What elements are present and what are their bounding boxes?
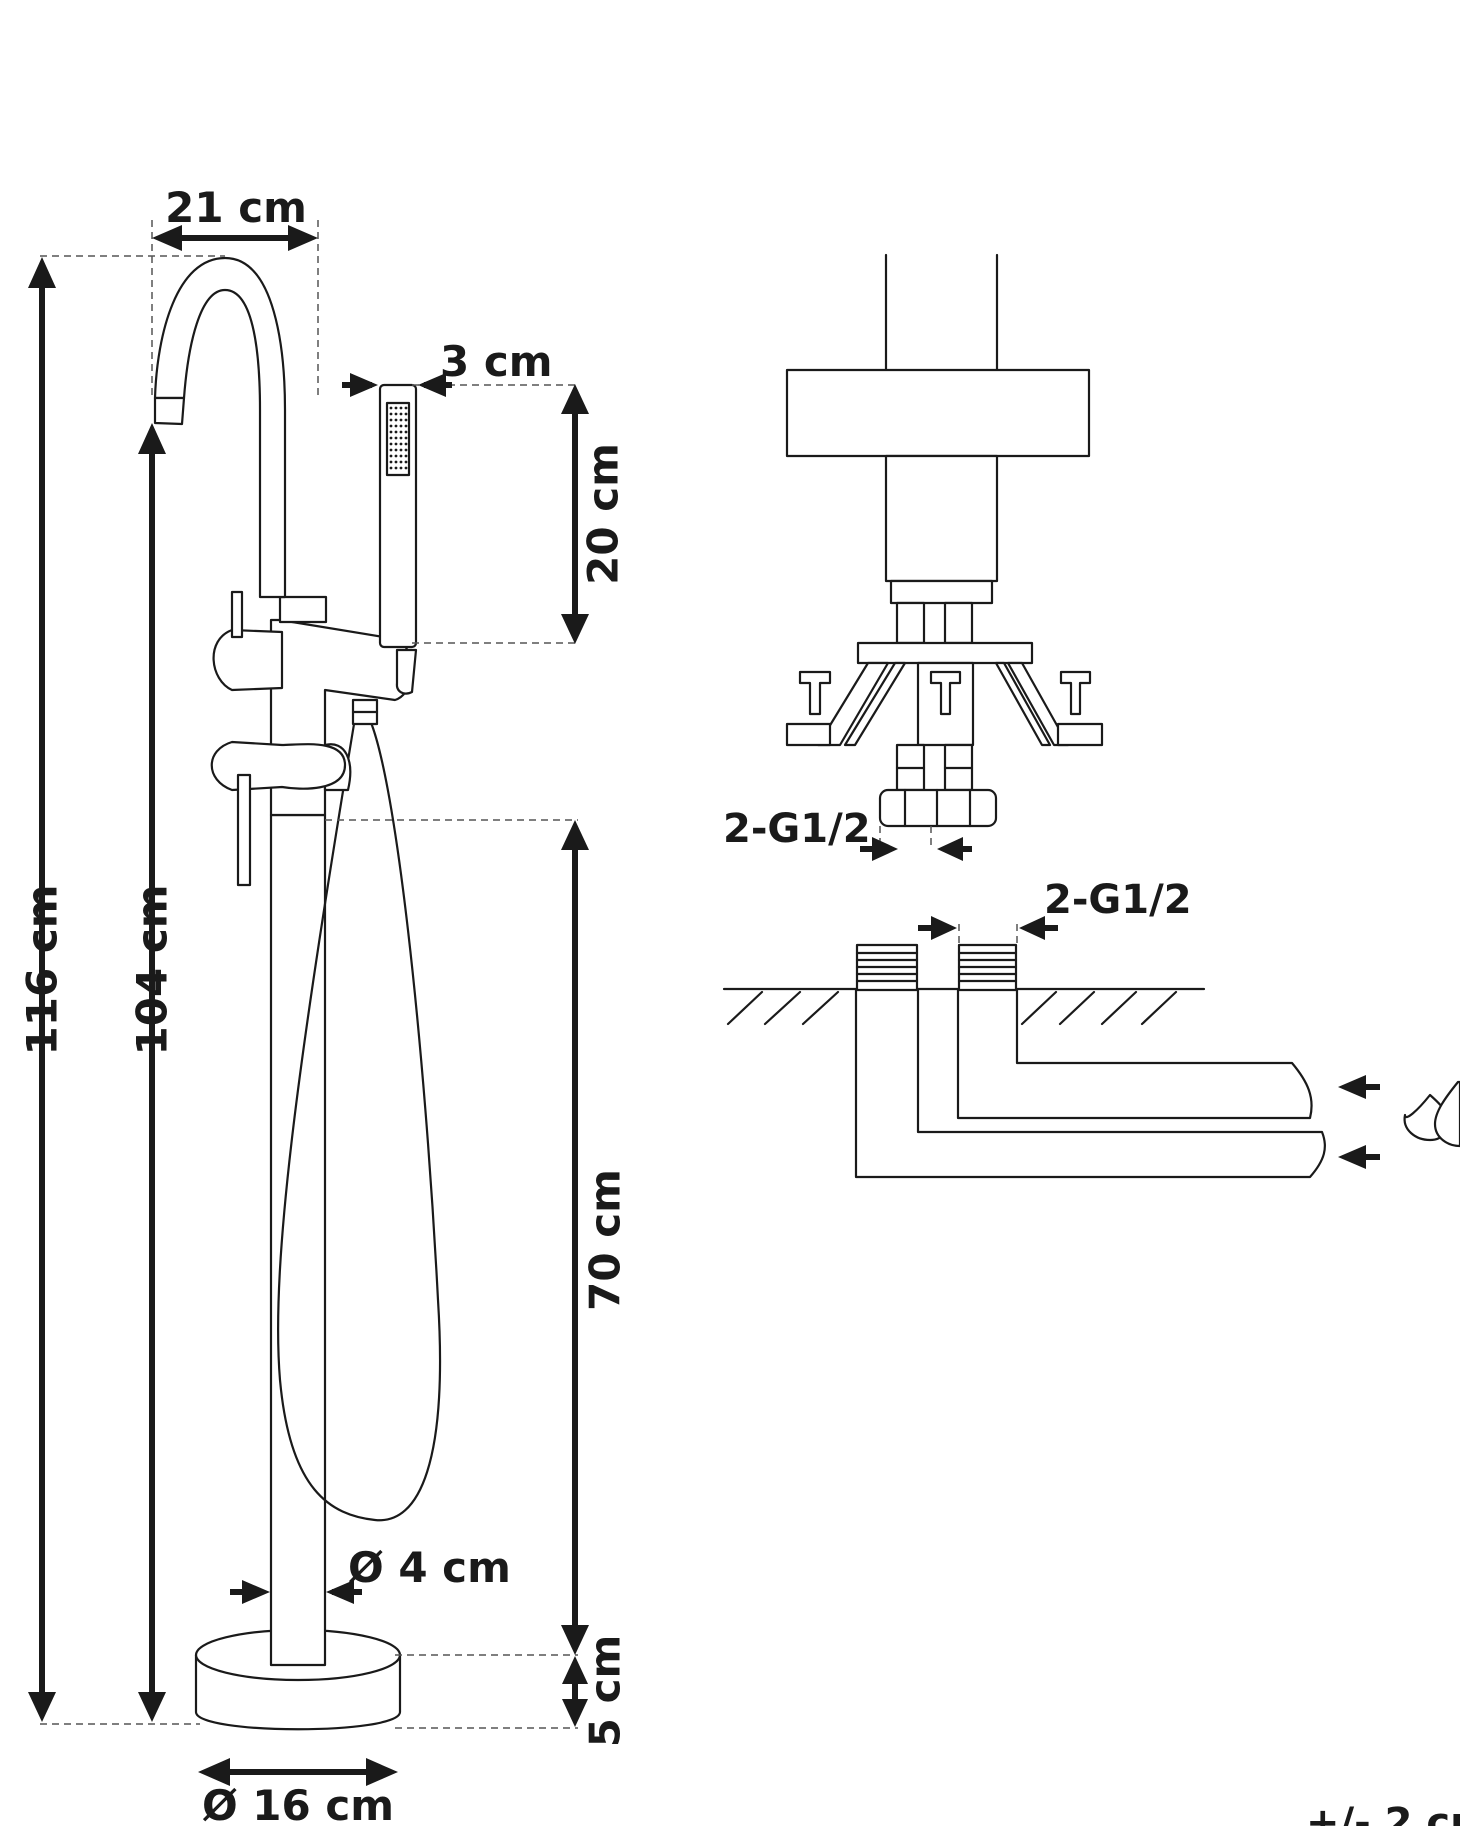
spray-hole xyxy=(399,418,403,422)
spray-hole xyxy=(404,424,408,428)
guide-lines xyxy=(40,220,578,1729)
handshower-length-label: 20 cm xyxy=(579,443,628,585)
floor-thread-label: 2-G1/2 xyxy=(1044,877,1192,923)
diverter-knob xyxy=(212,590,284,692)
hose-connector xyxy=(351,698,379,726)
gooseneck-spout xyxy=(153,256,287,599)
faucet-column xyxy=(269,813,327,1667)
spray-hole xyxy=(389,430,393,434)
dim-column-diameter: Ø 4 cm xyxy=(230,1543,511,1604)
tolerance-text: +/- 2 cm xyxy=(1306,1800,1460,1826)
spray-hole xyxy=(394,466,398,470)
threaded-ends xyxy=(855,943,1018,992)
spray-hole xyxy=(394,406,398,410)
spray-hole xyxy=(394,460,398,464)
spout-collar xyxy=(278,595,328,624)
dim-spout-height: 104 cm xyxy=(128,423,177,1722)
handshower xyxy=(378,383,418,695)
spray-hole xyxy=(399,466,403,470)
water-drops-icon xyxy=(1403,1080,1460,1148)
spray-hole xyxy=(394,418,398,422)
spray-hole xyxy=(404,412,408,416)
spray-hole xyxy=(389,436,393,440)
spray-hole xyxy=(389,466,393,470)
spray-hole xyxy=(394,448,398,452)
spray-hole xyxy=(389,454,393,458)
base-diameter-label: Ø 16 cm xyxy=(202,1781,394,1826)
spray-holes xyxy=(389,406,408,470)
spray-hole xyxy=(399,406,403,410)
spray-hole xyxy=(399,460,403,464)
spray-hole xyxy=(404,466,408,470)
spray-hole xyxy=(399,454,403,458)
inlet-arrows xyxy=(1338,1075,1380,1169)
spray-hole xyxy=(399,442,403,446)
mounting-brackets xyxy=(785,661,1104,747)
mixer-lever xyxy=(210,740,347,887)
inlet-connectors xyxy=(878,743,998,828)
spray-hole xyxy=(389,448,393,452)
spray-hole xyxy=(404,436,408,440)
spray-hole xyxy=(404,430,408,434)
spray-hole xyxy=(404,442,408,446)
spray-hole xyxy=(394,412,398,416)
column-height-label: 70 cm xyxy=(581,1169,630,1311)
mount-plate xyxy=(856,641,1034,665)
spray-hole xyxy=(389,460,393,464)
dim-total-height: 116 cm xyxy=(18,257,67,1722)
column-diameter-label: Ø 4 cm xyxy=(348,1543,511,1592)
mount-thread-label: 2-G1/2 xyxy=(723,806,871,852)
spout-height-label: 104 cm xyxy=(128,885,177,1056)
spray-hole xyxy=(389,418,393,422)
dim-handshower-length: 20 cm xyxy=(561,384,628,644)
total-height-label: 116 cm xyxy=(18,885,67,1056)
dim-spout-reach: 21 cm xyxy=(152,183,318,251)
spray-hole xyxy=(399,430,403,434)
spray-hole xyxy=(394,424,398,428)
spout-reach-label: 21 cm xyxy=(165,183,307,232)
floor-hatch xyxy=(726,990,1178,1026)
spray-hole xyxy=(404,418,408,422)
spray-hole xyxy=(389,412,393,416)
spray-hole xyxy=(389,442,393,446)
spray-hole xyxy=(399,412,403,416)
spray-hole xyxy=(394,442,398,446)
dim-column-height: 70 cm xyxy=(561,820,630,1655)
spray-hole xyxy=(394,454,398,458)
spray-hole xyxy=(394,430,398,434)
freestanding-faucet xyxy=(153,256,442,1731)
mount-pipe xyxy=(884,454,999,583)
spray-hole xyxy=(399,448,403,452)
handshower-width-label: 3 cm xyxy=(440,337,553,386)
spray-hole xyxy=(404,406,408,410)
spray-hole xyxy=(389,424,393,428)
spray-hole xyxy=(399,436,403,440)
spray-hole xyxy=(404,460,408,464)
spray-hole xyxy=(404,448,408,452)
dim-base-height: 5 cm xyxy=(562,1635,630,1748)
spray-hole xyxy=(394,436,398,440)
base-height-label: 5 cm xyxy=(581,1635,630,1748)
mounting-detail: 2-G1/2 xyxy=(723,253,1104,861)
spray-hole xyxy=(389,406,393,410)
shower-hose xyxy=(277,710,442,1522)
supply-pipes xyxy=(854,988,1326,1179)
spray-hole xyxy=(404,454,408,458)
dim-base-diameter: Ø 16 cm xyxy=(198,1758,398,1826)
mount-collar xyxy=(785,368,1091,458)
floor-connection-detail: 2-G1/2 xyxy=(722,877,1460,1179)
spray-hole xyxy=(399,424,403,428)
dim-handshower-width: 3 cm xyxy=(342,337,553,397)
